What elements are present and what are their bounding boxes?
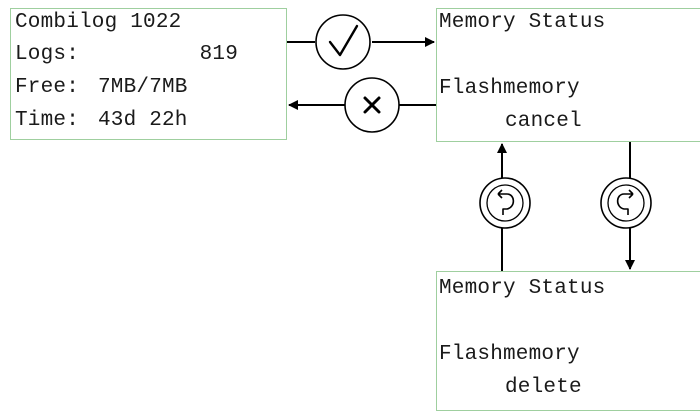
rotate-right-button[interactable] <box>600 177 652 229</box>
memory-cancel-option: cancel <box>505 110 582 133</box>
main-screen: Combilog 1022 Logs: 819 Free: 7MB/7MB Ti… <box>10 8 287 140</box>
memory-delete-title: Memory Status <box>439 277 606 300</box>
time-value: 43d 22h <box>98 109 188 132</box>
memory-cancel-screen: Memory Status Flashmemory cancel <box>436 8 700 142</box>
memory-delete-screen: Memory Status Flashmemory delete <box>436 271 700 411</box>
rotate-right-icon <box>607 184 645 222</box>
memory-cancel-flash: Flashmemory <box>439 77 580 100</box>
free-label: Free: <box>15 76 80 99</box>
logs-value: 819 <box>199 43 238 66</box>
cross-icon <box>363 96 381 114</box>
memory-delete-flash: Flashmemory <box>439 343 580 366</box>
free-value: 7MB/7MB <box>98 76 188 99</box>
device-name: Combilog 1022 <box>15 11 182 34</box>
time-label: Time: <box>15 109 80 132</box>
ok-button[interactable] <box>315 14 371 70</box>
rotate-left-icon <box>486 184 524 222</box>
logs-label: Logs: <box>15 43 80 66</box>
memory-cancel-title: Memory Status <box>439 11 606 34</box>
rotate-left-button[interactable] <box>479 177 531 229</box>
memory-delete-option: delete <box>505 376 582 399</box>
cancel-button[interactable] <box>344 77 400 133</box>
check-icon <box>328 24 359 57</box>
